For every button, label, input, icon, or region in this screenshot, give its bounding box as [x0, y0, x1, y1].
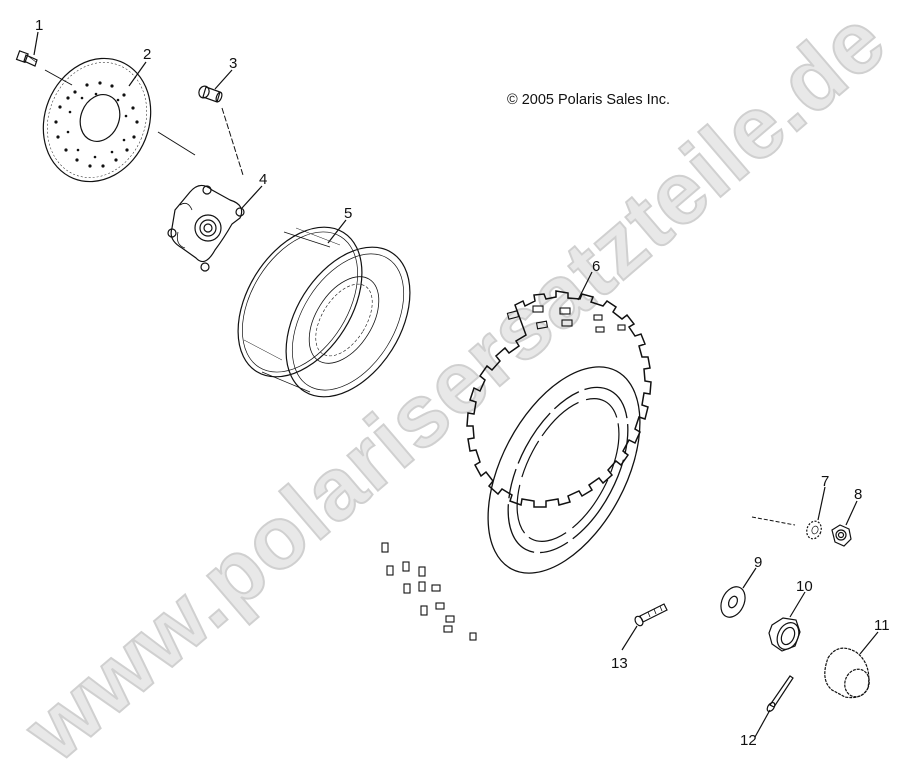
callout-13: 13 — [611, 655, 628, 672]
washer-small-part — [806, 520, 822, 540]
tire-part — [381, 290, 652, 641]
bolt-part — [15, 50, 38, 67]
callout-5: 5 — [344, 205, 353, 222]
lug-nut-part — [831, 524, 852, 547]
leader-11 — [859, 631, 879, 655]
leader-3 — [214, 69, 233, 90]
rim-part — [237, 226, 411, 398]
copyright-text: © 2005 Polaris Sales Inc. — [507, 92, 671, 108]
leader-8 — [845, 500, 858, 526]
axis-line-2 — [157, 131, 196, 156]
callout-6: 6 — [592, 258, 601, 275]
axis-line-1 — [44, 69, 73, 86]
leader-2 — [128, 61, 147, 87]
leader-9 — [742, 567, 757, 589]
leader-4 — [241, 185, 263, 209]
washer-large-part — [720, 586, 746, 618]
leader-7 — [817, 486, 826, 521]
leader-13 — [621, 625, 638, 651]
valve-stem-part — [634, 603, 668, 627]
leader-5 — [327, 219, 347, 244]
callout-11: 11 — [874, 617, 890, 634]
callout-10: 10 — [796, 578, 813, 595]
cotter-pin-part — [766, 675, 794, 713]
axis-line-3 — [221, 107, 244, 176]
callout-9: 9 — [754, 554, 763, 571]
callout-4: 4 — [259, 171, 268, 188]
callout-1: 1 — [35, 17, 44, 34]
callout-3: 3 — [229, 55, 238, 72]
leader-12 — [754, 709, 771, 738]
castle-nut-part — [768, 617, 801, 652]
wheel-hub-part — [167, 184, 245, 272]
callout-8: 8 — [854, 486, 863, 503]
callout-2: 2 — [143, 46, 152, 63]
axis-line-7 — [751, 516, 796, 526]
stud-part — [198, 85, 223, 103]
hub-cap-part — [824, 647, 870, 699]
leader-1 — [33, 31, 39, 56]
brake-disc-part — [42, 57, 152, 183]
leader-6 — [577, 271, 593, 301]
callout-12: 12 — [740, 732, 757, 749]
leader-10 — [789, 591, 806, 618]
callout-7: 7 — [821, 473, 830, 490]
